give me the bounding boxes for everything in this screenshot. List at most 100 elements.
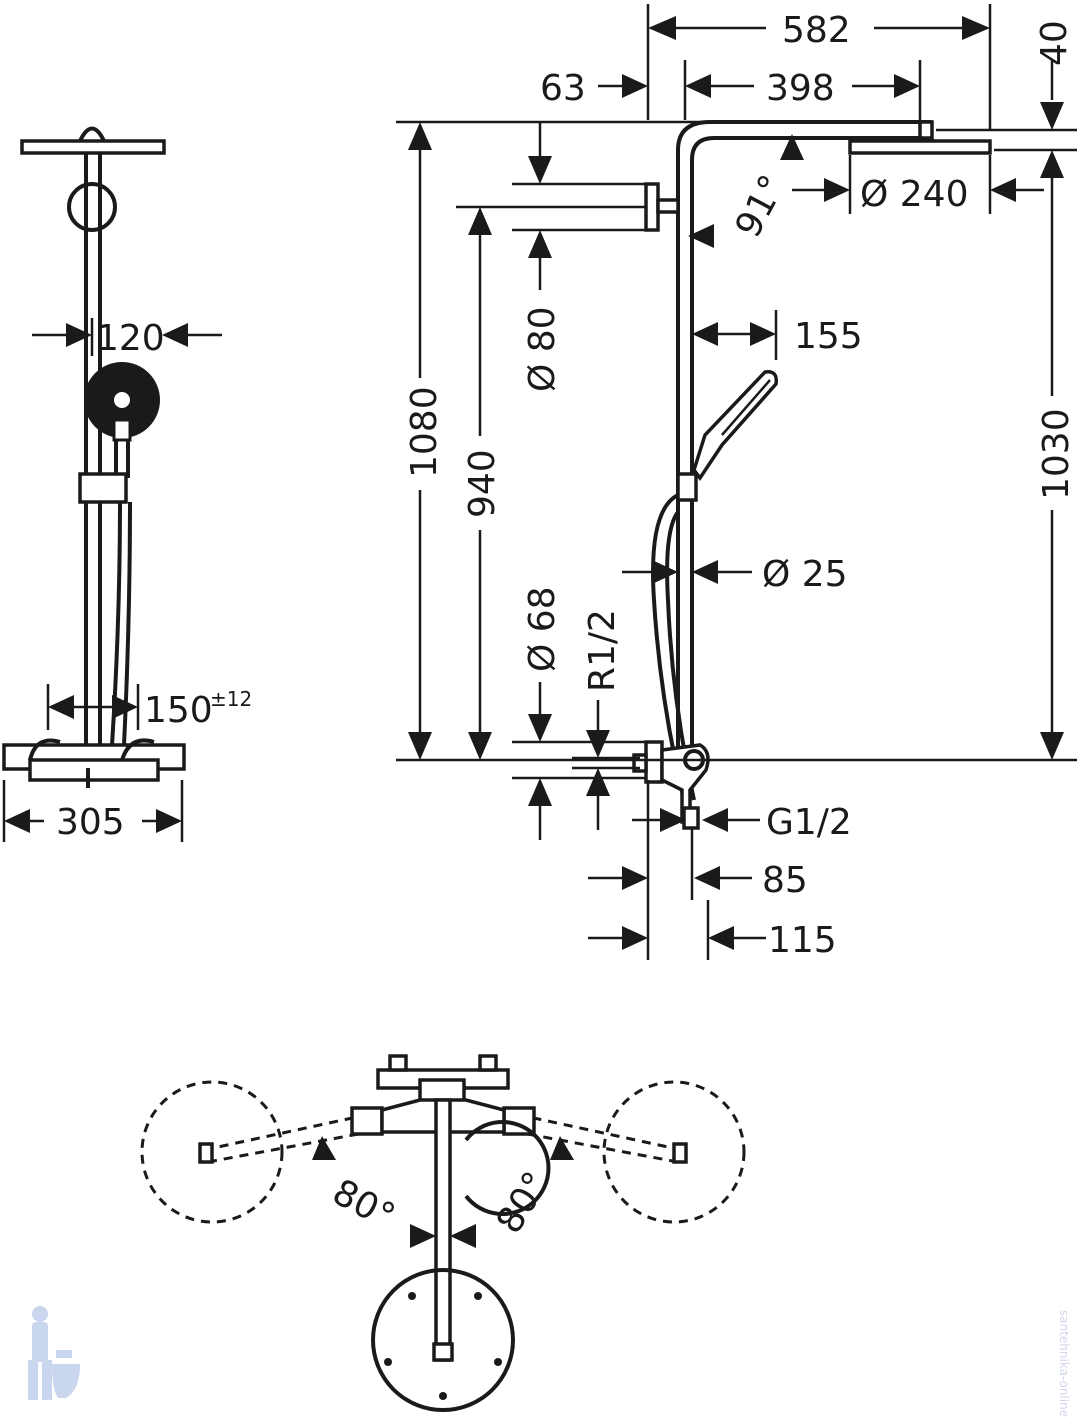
dim-150-arrow-l (48, 695, 74, 719)
hand-shower-face (721, 379, 771, 436)
dim-1080-arrow-top (408, 122, 432, 150)
dim-582-label: 582 (782, 10, 851, 51)
dim-155-arrow-r (750, 322, 776, 346)
dim-85-label: 85 (762, 860, 808, 901)
dim-240-arrow-r (990, 178, 1016, 202)
dim-25-arrow-l (652, 560, 678, 584)
rail-top-view (434, 1098, 452, 1362)
hose-side-a (651, 493, 686, 801)
angle-arrow-center-left (410, 1224, 436, 1248)
mixer-handle-right (120, 738, 155, 761)
thermostat-lower-front (28, 758, 160, 782)
overhead-shower-top-view (371, 1268, 515, 1412)
nozzle-1 (408, 1292, 416, 1300)
dim-1030-arrow-bottom (1040, 732, 1064, 760)
dim-63-arrow (622, 74, 648, 98)
slider-side (676, 472, 698, 502)
overhead-shower-side (848, 139, 992, 155)
dim-940-arrow-bottom (468, 732, 492, 760)
dim-150-arrow-r (112, 695, 138, 719)
hand-shower-center (114, 392, 130, 408)
overhead-shower-front (20, 139, 166, 155)
hand-shower-side (692, 370, 779, 482)
mixer-side-left (350, 1106, 384, 1136)
hand-shower-neck (112, 418, 132, 442)
rail-end-top-view (432, 1342, 454, 1362)
angle-arrow-right-top (550, 1136, 574, 1160)
dim-120-label: 120 (96, 318, 165, 359)
dim-1080-arrow-bottom (408, 732, 432, 760)
front-view (2, 126, 186, 788)
hand-shower-top-view (464, 1120, 551, 1216)
dim-155-arrow-l (692, 322, 718, 346)
hose-front-b (122, 501, 132, 746)
dim-91-label: 91° (728, 169, 794, 245)
dim-25-arrow-r (692, 560, 718, 584)
front-view-dimensions: 120 150 ±12 305 (2, 318, 252, 843)
dim-85-arrow-l (622, 866, 648, 890)
dim-115-arrow-r (708, 926, 734, 950)
plumber-mascot-icon (28, 1306, 80, 1400)
watermark-logo: santehnika-online (28, 1306, 1071, 1417)
dim-305-arrow-r (156, 809, 182, 833)
dim-g12-arrow-l (660, 808, 686, 832)
thermostat-side (660, 743, 710, 824)
dim-150-label: 150 (144, 690, 213, 731)
dim-120-arrow-r (162, 323, 188, 347)
shower-arm-end (918, 120, 934, 140)
dim-63-label: 63 (540, 68, 586, 109)
watermark-text: santehnika-online (1057, 1310, 1071, 1417)
dim-r12-arrow-top (586, 730, 610, 758)
dim-68-label: Ø 68 (522, 586, 563, 672)
nozzle-5 (439, 1392, 447, 1400)
swing-range-left (140, 1080, 284, 1224)
dim-398-label: 398 (766, 68, 835, 109)
dim-240-label: Ø 240 (860, 174, 969, 215)
wall-bracket-front (67, 182, 117, 232)
dim-g12-arrow-r (702, 808, 728, 832)
side-view-dimensions: 582 40 63 398 91° Ø 240 (396, 4, 1077, 961)
dim-305-label: 305 (56, 802, 125, 843)
shower-arm-joint-front (78, 126, 106, 142)
dim-85-arrow-r (694, 866, 720, 890)
dim-68-arrow-top (528, 714, 552, 742)
dim-115-arrow-l (622, 926, 648, 950)
slider-front (78, 472, 128, 504)
dim-g12-label: G1/2 (766, 802, 852, 843)
angle-arrow-left-top (312, 1136, 336, 1160)
dim-155-label: 155 (794, 316, 863, 357)
top-view: 80° 80° (140, 1054, 746, 1412)
dim-115-label: 115 (768, 920, 837, 961)
nozzle-4 (494, 1358, 502, 1366)
dim-150-tolerance: ±12 (210, 687, 252, 711)
dim-91-arrow-top (780, 134, 804, 160)
dim-398-arrow-l (685, 74, 711, 98)
dim-40-arrow-bottom (1040, 150, 1064, 178)
nozzle-3 (384, 1358, 392, 1366)
outlet-side (682, 806, 700, 830)
dim-582-arrow-r (962, 16, 990, 40)
dim-305-arrow-l (4, 809, 30, 833)
swing-end-right (672, 1142, 688, 1164)
angle-arrow-center-right (450, 1224, 476, 1248)
wall-bracket-side (644, 182, 660, 232)
angle-label-left: 80° (326, 1172, 402, 1238)
dim-r12-arrow-bottom (586, 768, 610, 796)
valve-top-left (388, 1054, 408, 1072)
dim-80-label: Ø 80 (522, 306, 563, 392)
valve-top-right (478, 1054, 498, 1072)
dim-398-arrow-r (894, 74, 920, 98)
dim-940-label: 940 (462, 449, 503, 518)
side-view (632, 120, 992, 830)
wall-bracket-arm (656, 198, 680, 214)
dim-1080-label: 1080 (404, 386, 445, 478)
dim-240-arrow-l (824, 178, 850, 202)
wall-mount-side (644, 740, 664, 784)
dim-1030-label: 1030 (1036, 408, 1077, 500)
swing-range-right (602, 1080, 746, 1224)
dim-40-arrow-top (1040, 102, 1064, 130)
dim-r12-label: R1/2 (582, 609, 623, 692)
dim-80-arrow-top (528, 156, 552, 184)
dim-91-arrow-left (688, 224, 714, 248)
